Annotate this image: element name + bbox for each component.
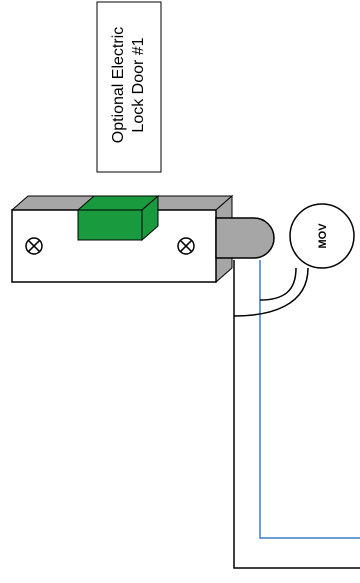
electric-lock	[10, 194, 275, 284]
strike-block-front	[77, 209, 143, 241]
lock-label-line1: Optional Electric	[110, 27, 127, 144]
lock-label-line2: Lock Door #1	[130, 37, 147, 132]
mov-lead-black	[233, 267, 309, 317]
mov-component: MOV	[289, 203, 355, 269]
crossed-circle-screw-icon	[25, 237, 43, 255]
lock-label-box: Optional Electric Lock Door #1	[96, 1, 162, 173]
mov-lead-black-inner	[259, 267, 297, 301]
black-wire-outer	[233, 260, 360, 569]
wires	[233, 260, 360, 569]
blue-wire	[259, 260, 360, 539]
lock-connector-plug	[215, 217, 275, 259]
mov-label: MOV	[317, 223, 329, 249]
crossed-circle-screw-icon	[177, 237, 195, 255]
